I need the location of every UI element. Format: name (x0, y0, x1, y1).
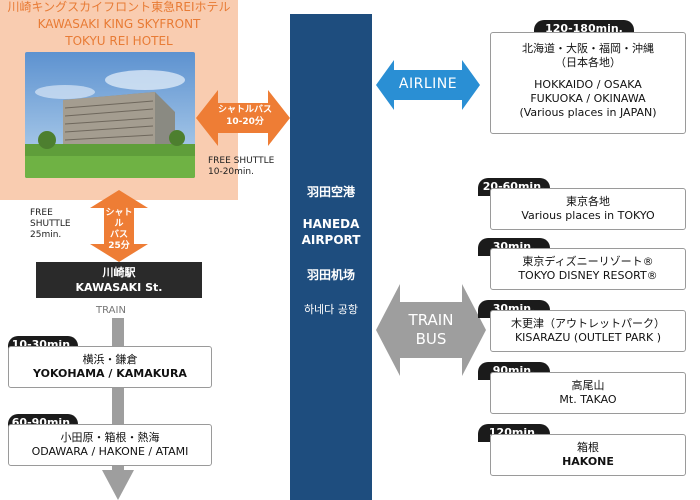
train-bus-line-1: TRAIN (408, 311, 454, 329)
shuttle-double-arrow-icon (196, 90, 290, 146)
shuttle-down-jp-3: 25分 (108, 241, 130, 251)
train-label: TRAIN (96, 305, 126, 316)
shuttle-right-jp-2: 10-20分 (226, 117, 264, 127)
airline-label: AIRLINE (398, 76, 458, 92)
right-dest-4-en: Mt. TAKAO (559, 393, 617, 406)
left-dest-2: 小田原・箱根・熱海 ODAWARA / HAKONE / ATAMI (8, 424, 212, 466)
right-dest-3-jp: 木更津（アウトレットパーク） (511, 317, 665, 330)
kawasaki-en: KAWASAKI St. (75, 281, 163, 294)
hotel-name-en-2: TOKYU REI HOTEL (65, 34, 173, 48)
right-dest-5-jp: 箱根 (577, 441, 599, 454)
shuttle-right-en-1: FREE SHUTTLE (208, 156, 275, 166)
hotel-name-en-1: KAWASAKI KING SKYFRONT (37, 17, 201, 31)
shuttle-right-en-2: 10-20min. (208, 167, 254, 177)
left-dest-2-en: ODAWARA / HAKONE / ATAMI (31, 445, 189, 458)
shuttle-down-en-2: SHUTTLE (30, 219, 71, 229)
right-dest-4: 高尾山 Mt. TAKAO (490, 372, 686, 414)
train-bus-line-2: BUS (415, 330, 447, 348)
airport-ko: 하네다 공항 (303, 303, 359, 316)
shuttle-right-jp-1: シャトルバス (217, 105, 272, 115)
left-dest-1-en: YOKOHAMA / KAMAKURA (33, 367, 187, 380)
right-dest-2: 東京ディズニーリゾート® TOKYO DISNEY RESORT® (490, 248, 686, 290)
kawasaki-station: 川崎駅 KAWASAKI St. (36, 262, 202, 298)
right-dest-2-jp: 東京ディズニーリゾート® (522, 255, 654, 268)
airport-en-2: AIRPORT (301, 233, 361, 247)
airport-en-1: HANEDA (302, 217, 360, 231)
haneda-airport-column (290, 14, 372, 500)
left-dest-1: 横浜・鎌倉 YOKOHAMA / KAMAKURA (8, 346, 212, 388)
airport-jp: 羽田空港 (306, 185, 355, 199)
shuttle-down-jp-2: バス (109, 230, 128, 240)
shuttle-vertical-arrow-icon (90, 190, 148, 262)
airline-en-2: FUKUOKA / OKINAWA (530, 92, 646, 105)
hotel-name-jp: 川崎キングスカイフロント東急REIホテル (7, 0, 231, 14)
right-dest-5-en: HAKONE (562, 455, 614, 468)
left-dest-1-jp: 横浜・鎌倉 (82, 353, 138, 366)
right-dest-1: 東京各地 Various places in TOKYO (490, 188, 686, 230)
right-dest-2-en: TOKYO DISNEY RESORT® (518, 269, 658, 282)
left-dest-2-jp: 小田原・箱根・熱海 (60, 431, 160, 444)
right-dest-3-en: KISARAZU (OUTLET PARK ) (514, 331, 662, 344)
right-dest-3: 木更津（アウトレットパーク） KISARAZU (OUTLET PARK ) (490, 310, 686, 352)
airline-en-1: HOKKAIDO / OSAKA (534, 78, 642, 91)
shuttle-down-jp-1: シャトル (105, 208, 133, 229)
hotel-photo (25, 52, 195, 178)
right-dest-1-en: Various places in TOKYO (521, 209, 655, 222)
airport-zh: 羽田机场 (306, 268, 355, 282)
airline-jp-1: 北海道・大阪・福岡・沖縄 (522, 42, 654, 55)
shuttle-down-en-1: FREE (30, 208, 53, 218)
airline-jp-2: （日本各地） (555, 56, 621, 69)
right-dest-4-jp: 高尾山 (571, 379, 605, 392)
airline-arrow-icon (376, 60, 480, 110)
train-bus-arrow-icon (376, 284, 486, 376)
airline-destinations: 北海道・大阪・福岡・沖縄 （日本各地） HOKKAIDO / OSAKA FUK… (490, 32, 686, 134)
right-dest-5: 箱根 HAKONE (490, 434, 686, 476)
kawasaki-jp: 川崎駅 (102, 266, 136, 279)
right-dest-1-jp: 東京各地 (566, 195, 610, 208)
shuttle-down-en-3: 25min. (30, 230, 62, 240)
airline-en-3: (Various places in JAPAN) (519, 106, 657, 119)
